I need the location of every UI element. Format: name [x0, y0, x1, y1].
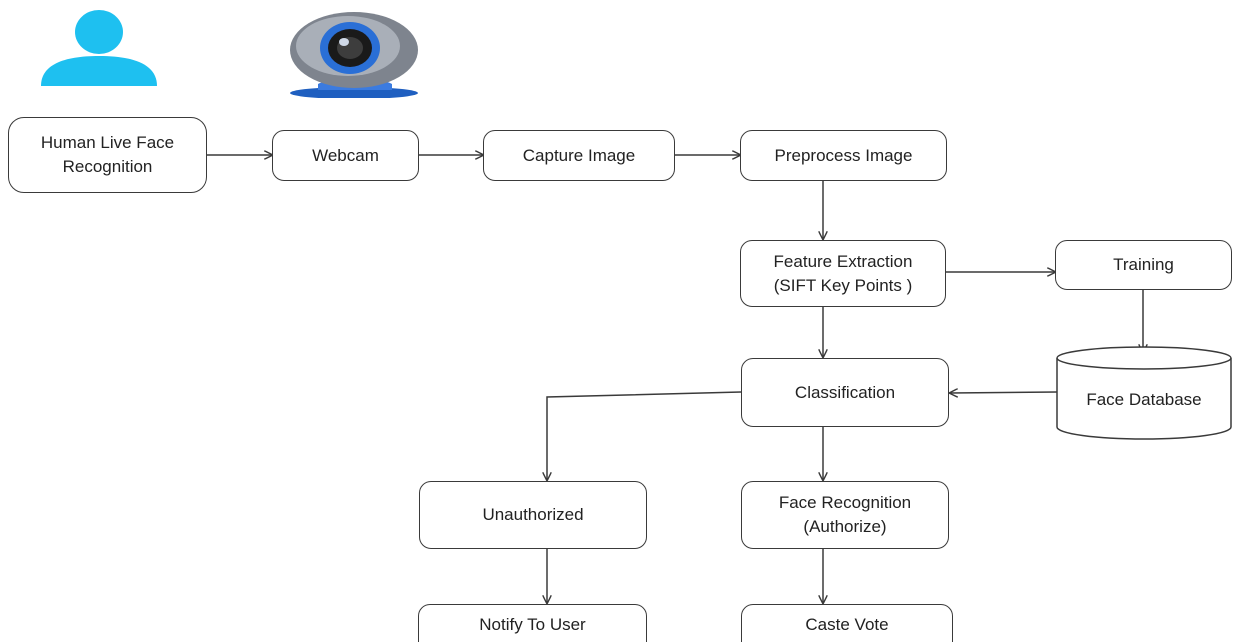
webcam-icon	[290, 12, 418, 98]
node-face-recognition[interactable]: Face Recognition (Authorize)	[741, 481, 949, 549]
node-label: Face Database	[1086, 390, 1202, 409]
node-label: Webcam	[312, 145, 379, 165]
node-label: Notify To User	[479, 615, 586, 634]
node-label-line2: Recognition	[62, 157, 153, 176]
node-label-line2: (Authorize)	[803, 517, 887, 536]
node-caste-vote[interactable]: Caste Vote	[741, 604, 953, 642]
arrow-database-to-classification	[950, 392, 1058, 393]
node-face-database[interactable]: Face Database	[1055, 375, 1233, 425]
node-human-live-face-recognition[interactable]: Human Live Face Recognition	[8, 117, 207, 193]
node-label: Preprocess Image	[774, 145, 913, 165]
node-label-line1: Face Recognition	[778, 493, 912, 512]
node-label-line1: Feature Extraction	[773, 251, 913, 271]
user-silhouette-icon	[41, 10, 157, 86]
node-label: Caste Vote	[805, 615, 889, 634]
node-classification[interactable]: Classification	[741, 358, 949, 427]
arrow-classification-to-unauthorized	[547, 391, 742, 480]
node-capture-image[interactable]: Capture Image	[483, 130, 675, 181]
node-unauthorized[interactable]: Unauthorized	[419, 481, 647, 549]
node-label-line2: (SIFT Key Points )	[773, 275, 913, 295]
node-notify-to-user[interactable]: Notify To User	[418, 604, 647, 642]
node-label: Classification	[794, 382, 896, 402]
node-feature-extraction[interactable]: Feature Extraction (SIFT Key Points )	[740, 240, 946, 307]
node-training[interactable]: Training	[1055, 240, 1232, 290]
node-webcam[interactable]: Webcam	[272, 130, 419, 181]
node-label: Capture Image	[522, 145, 636, 165]
node-label: Training	[1113, 255, 1174, 274]
node-label-line1: Human Live Face	[40, 133, 175, 152]
node-label: Unauthorized	[482, 505, 584, 524]
node-preprocess-image[interactable]: Preprocess Image	[740, 130, 947, 181]
face-database-cylinder-icon	[1056, 346, 1232, 440]
